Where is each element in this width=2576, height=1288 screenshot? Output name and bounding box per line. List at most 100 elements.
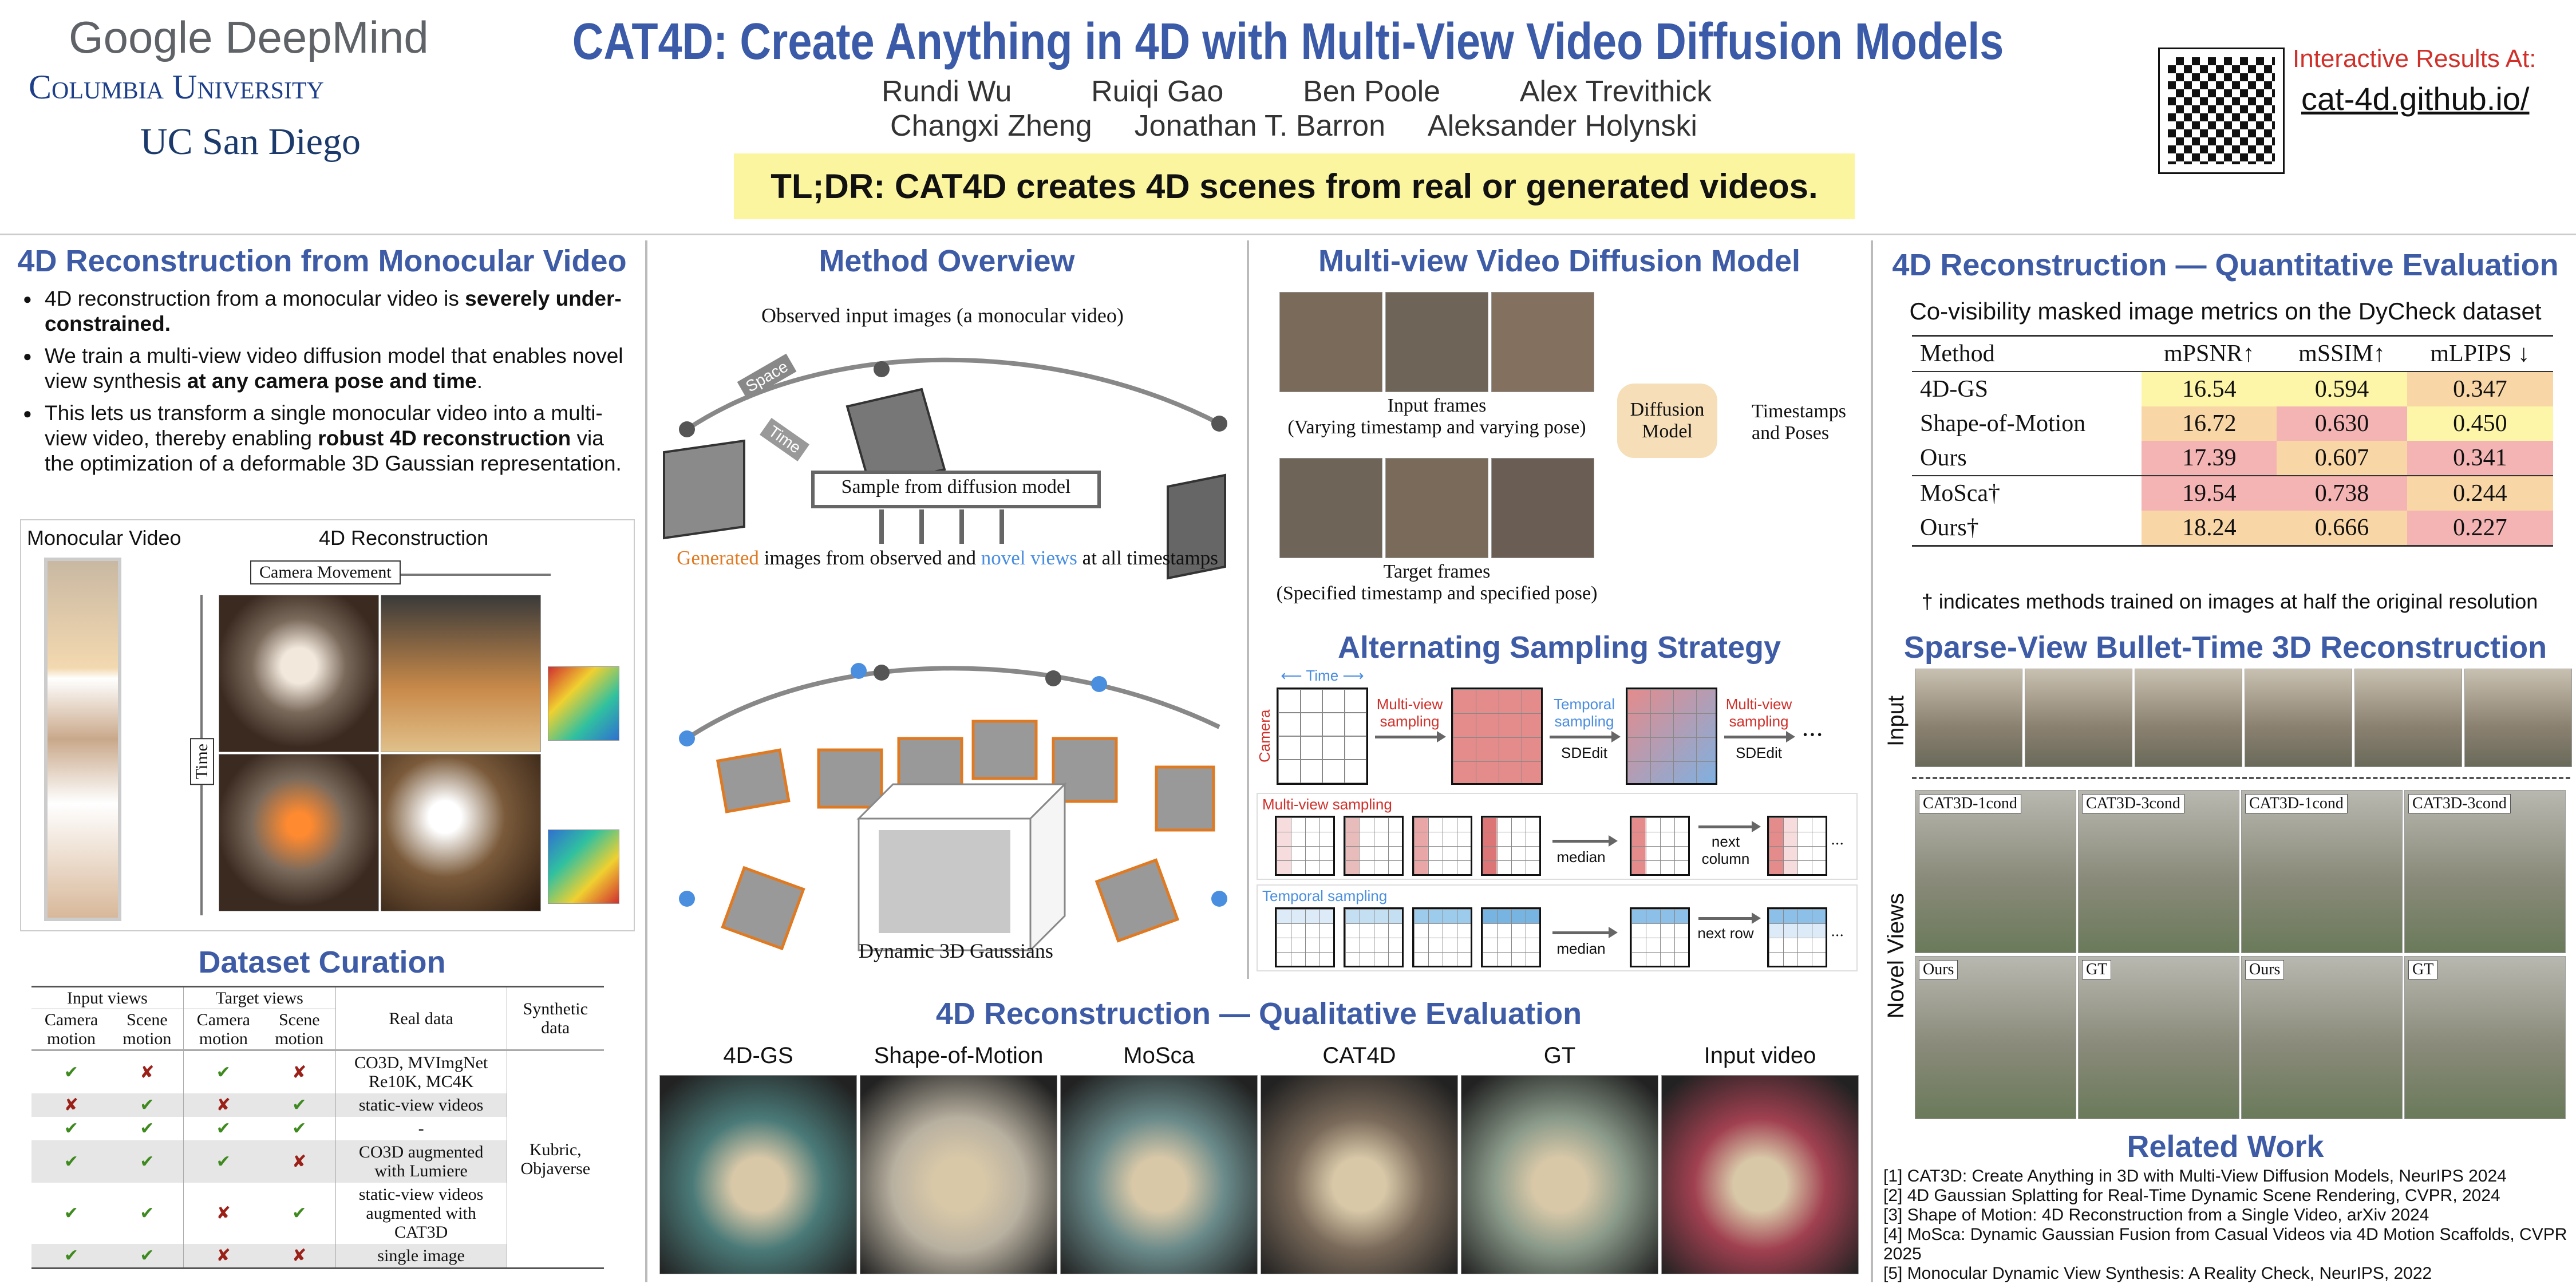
col-header: Method [1920, 341, 1995, 367]
method-cell: 4D-GS [1920, 376, 1989, 402]
sparse-divider [1912, 777, 2570, 779]
check-icon: ✔ [111, 1093, 184, 1117]
method-cell: MoSca† [1920, 480, 2000, 507]
check-icon: ✔ [111, 1140, 184, 1183]
panel-title: Temporal sampling [1262, 887, 1388, 904]
mv-sampling-label-2: Multi-view sampling [1725, 696, 1792, 730]
reference: [1] CAT3D: Create Anything in 3D with Mu… [1883, 1167, 2507, 1186]
recon-image [381, 595, 541, 752]
reference: [2] 4D Gaussian Splatting for Real-Time … [1883, 1186, 2500, 1205]
input-frames-label: Input frames(Varying timestamp and varyi… [1287, 395, 1586, 438]
metric-cell: 0.738 [2277, 476, 2407, 511]
cross-icon: ✘ [111, 1050, 184, 1093]
method-cell: Shape-of-Motion [1920, 410, 2086, 437]
view-tag: GT [2082, 960, 2112, 979]
cross-icon: ✘ [216, 1246, 231, 1265]
col-header: mSSIM↑ [2298, 341, 2385, 367]
author: Aleksander Holynski [1427, 109, 1697, 143]
target-frame [1491, 458, 1594, 558]
col-header: mLPIPS ↓ [2430, 341, 2530, 367]
columbia-logo: Columbia University [29, 68, 324, 106]
metric-cell: 0.347 [2407, 372, 2553, 406]
metric-cell: 19.54 [2142, 476, 2277, 511]
median-label: median [1556, 940, 1606, 957]
novel-view-image: GT [2078, 956, 2239, 1119]
metric-cell: 0.607 [2277, 441, 2407, 476]
check-icon: ✔ [216, 1152, 231, 1171]
method-label: Input video [1704, 1043, 1816, 1068]
ellipsis: • • • [1832, 931, 1843, 939]
qualitative-image [1661, 1075, 1859, 1274]
tp-grid [1630, 907, 1690, 967]
arrow [1552, 927, 1618, 938]
input-image [2464, 669, 2572, 767]
check-icon: ✔ [216, 1119, 231, 1138]
sub-header: Scene motion [111, 1009, 184, 1050]
metric-cell: 0.666 [2277, 511, 2407, 546]
observed-label: Observed input images (a monocular video… [761, 304, 1124, 327]
column-divider [1247, 240, 1249, 979]
input-image [2025, 669, 2132, 767]
column-divider [645, 240, 647, 1282]
bullet: This lets us transform a single monocula… [23, 401, 630, 476]
method-label: MoSca [1123, 1043, 1195, 1068]
arrow [1698, 912, 1761, 924]
recon-image [219, 595, 379, 752]
qualitative-image [1461, 1075, 1658, 1274]
metric-cell: 0.244 [2407, 476, 2553, 511]
sub-header: Scene motion [263, 1009, 336, 1050]
section-title-related: Related Work [2127, 1129, 2324, 1164]
real-data-cell: CO3D augmented with Lumiere [335, 1140, 507, 1183]
check-icon: ✔ [216, 1062, 231, 1082]
project-link[interactable]: cat-4d.github.io/ [2301, 81, 2530, 117]
author: Changxi Zheng [890, 109, 1092, 143]
reference: [4] MoSca: Dynamic Gaussian Fusion from … [1883, 1225, 2567, 1263]
view-tag: CAT3D-3cond [2408, 794, 2511, 813]
section-title-qual: 4D Reconstruction — Qualitative Evaluati… [935, 997, 1582, 1031]
recon-label: 4D Reconstruction [319, 526, 489, 550]
cross-icon: ✘ [216, 1204, 231, 1223]
time-axis-label: ⟵ Time ⟶ [1281, 667, 1364, 684]
check-icon: ✔ [64, 1152, 79, 1171]
input-frame [846, 388, 946, 488]
novel-view-image: GT [2404, 956, 2566, 1119]
target-frames-label: Target frames(Specified timestamp and sp… [1276, 561, 1598, 604]
poster-title: CAT4D: Create Anything in 4D with Multi-… [572, 13, 2004, 70]
depth-map [548, 829, 619, 904]
cross-icon: ✘ [263, 1140, 336, 1183]
real-data-cell: single image [335, 1244, 507, 1269]
qualitative-image [1060, 1075, 1258, 1274]
arrow [1550, 731, 1621, 742]
check-icon: ✔ [64, 1246, 79, 1265]
metric-cell: 0.227 [2407, 511, 2553, 546]
recon-image [381, 754, 541, 911]
method-label: CAT4D [1322, 1043, 1396, 1068]
check-icon: ✔ [111, 1244, 184, 1269]
table-row: ✔✔✘✔static-view videos augmented with CA… [31, 1183, 604, 1244]
tldr-banner: TL;DR: CAT4D creates 4D scenes from real… [734, 153, 1855, 219]
real-data-cell: static-view videos augmented with CAT3D [335, 1183, 507, 1244]
metric-cell: 0.450 [2407, 406, 2553, 441]
section-title-recon: 4D Reconstruction from Monocular Video [17, 244, 627, 278]
diffusion-model-box: Diffusion Model [1617, 384, 1717, 458]
tp-grid [1275, 907, 1335, 967]
novel-views-label: Novel Views [1883, 893, 1909, 1019]
novel-view-image: CAT3D-1cond [2241, 790, 2403, 953]
qr-code[interactable] [2158, 48, 2285, 174]
trajectory-arc [685, 666, 1220, 741]
monocular-video-label: Monocular Video [27, 526, 181, 550]
next-row-label: next row [1697, 924, 1754, 942]
sdedit-label-2: SDEdit [1736, 744, 1782, 761]
check-icon: ✔ [64, 1204, 79, 1223]
sample-label: Sample from diffusion model [841, 476, 1071, 497]
real-data-cell: CO3D, MVImgNet Re10K, MC4K [335, 1050, 507, 1093]
pink-grid [1451, 688, 1543, 785]
recon-figure: Monocular Video 4D Reconstruction Camera… [20, 519, 635, 931]
ellipsis: • • • [1803, 729, 1822, 741]
mv-sampling-panel: Multi-view sampling median next column •… [1257, 793, 1858, 880]
arrow [1698, 821, 1761, 832]
